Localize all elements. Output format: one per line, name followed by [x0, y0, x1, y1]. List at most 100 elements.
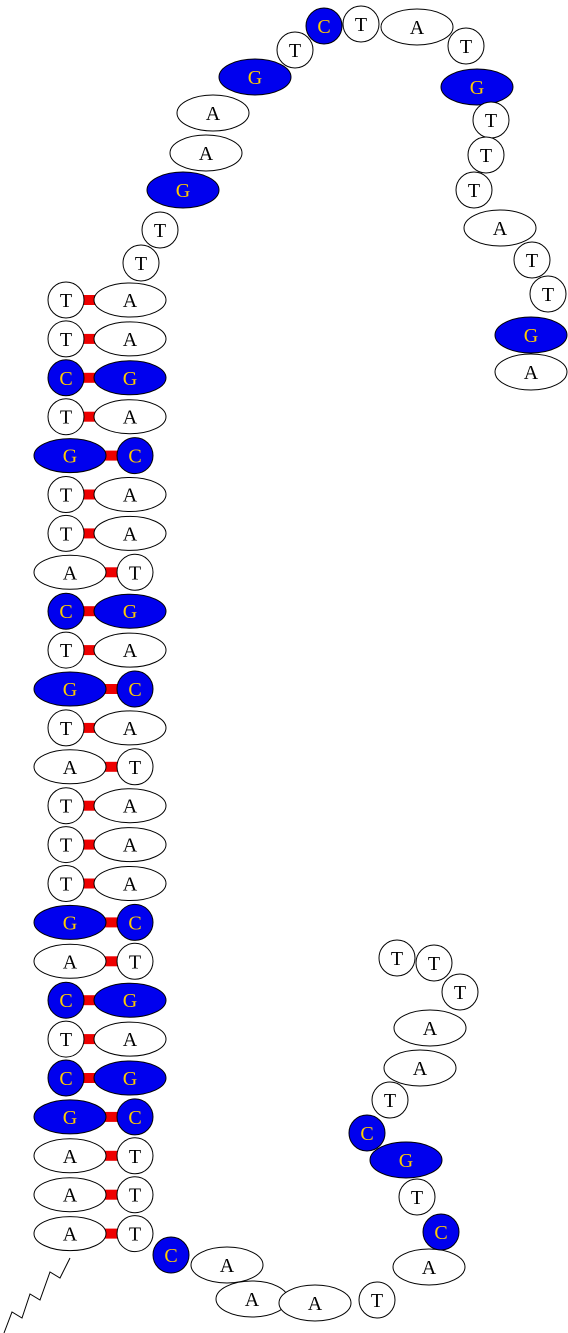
nucleotide-shape — [47, 631, 85, 669]
nucleotide-letter: T — [485, 110, 497, 132]
nucleotide-shape — [371, 1081, 409, 1119]
nucleotide-shape — [47, 1020, 85, 1058]
bottom-strand-base: T — [358, 1281, 396, 1319]
base-pair-bond — [80, 333, 98, 344]
base-pair-bond — [102, 917, 121, 928]
nucleotide-shape — [116, 1176, 154, 1214]
nucleotide-letter: C — [59, 1068, 72, 1090]
nucleotide-shape — [93, 866, 167, 901]
stem-left-base: G — [33, 904, 107, 940]
base-pair-bond — [80, 606, 98, 617]
nucleotide-shape — [529, 275, 567, 313]
bottom-strand-base: G — [369, 1141, 443, 1179]
nucleotide-shape — [441, 973, 479, 1011]
nucleotide-letter: A — [423, 1018, 438, 1040]
nucleotide-letter: T — [480, 145, 492, 167]
nucleotide-shape — [33, 554, 107, 590]
nucleotide-letter: T — [129, 951, 141, 973]
nucleotide-shape — [276, 31, 314, 69]
nucleotide-shape — [494, 353, 568, 391]
nucleotide-letter: C — [59, 368, 72, 390]
stem-right-base: A — [93, 632, 167, 668]
nucleotide-letter: T — [468, 180, 480, 202]
nucleotide-letter: T — [526, 250, 538, 272]
stem-left-base: G — [33, 671, 107, 707]
bottom-strand-base: A — [383, 1049, 457, 1087]
stem-right-base: T — [116, 1137, 154, 1175]
nucleotide-letter: A — [413, 1058, 428, 1080]
stem-right-base: A — [93, 399, 167, 435]
nucleotide-letter: T — [289, 40, 301, 62]
nucleotide-shape — [116, 903, 154, 941]
nucleotide-letter: G — [123, 1068, 137, 1090]
base-pair-bond — [80, 800, 98, 811]
base-pair-bond — [80, 1034, 98, 1045]
stem-left-base: G — [33, 438, 107, 474]
nucleotide-letter: G — [470, 77, 484, 99]
nucleotide-shape — [393, 1009, 467, 1047]
nucleotide-letter: T — [60, 329, 72, 351]
nucleotide-letter: A — [63, 757, 78, 779]
bottom-strand-base: C — [152, 1236, 190, 1274]
base-pair-bonds — [80, 295, 121, 1239]
nucleotide-shape — [47, 709, 85, 747]
base-pair-bond — [80, 411, 98, 422]
nucleotide-shape — [33, 438, 107, 474]
nucleotide-letter: G — [63, 912, 77, 934]
stem-right-base: T — [116, 942, 154, 980]
nucleotide-letter: T — [129, 1185, 141, 1207]
stem-left-base: T — [47, 787, 85, 825]
nucleotide-letter: T — [60, 523, 72, 545]
stem-right-base: A — [93, 710, 167, 746]
nucleotide-shape — [415, 944, 453, 982]
nucleotide-letter: T — [460, 36, 472, 58]
nucleotide-letter: A — [524, 362, 539, 384]
stem-left-base: T — [47, 514, 85, 552]
base-pair-bond — [102, 761, 121, 772]
nucleotide-shape — [440, 68, 514, 106]
nucleotide-letter: A — [63, 1146, 78, 1168]
nucleotide-shape — [47, 476, 85, 513]
nucleotide-letter: T — [454, 982, 466, 1004]
base-pair-bond — [80, 372, 98, 383]
nucleotide-letter: T — [60, 407, 72, 429]
nucleotide-shape — [358, 1281, 396, 1319]
base-pair-bond — [80, 722, 98, 733]
nucleotide-letter: T — [154, 220, 166, 242]
nucleotide-shape — [93, 982, 167, 1018]
nucleotide-shape — [93, 593, 167, 629]
stem-right-base: C — [116, 437, 154, 475]
stem-right-base: A — [93, 866, 167, 901]
bottom-strand-base: T — [415, 944, 453, 982]
top-strand-base: T — [513, 241, 551, 279]
nucleotide-letter: T — [60, 640, 72, 662]
stem-left-base: C — [47, 359, 85, 397]
nucleotide-letter: C — [128, 1107, 141, 1129]
stem-left-base: A — [33, 749, 107, 785]
nucleotide-shape — [116, 942, 154, 980]
nucleotide-shape — [392, 1248, 466, 1286]
nucleotide-shape — [47, 514, 85, 552]
nucleotide-letter: A — [123, 1029, 138, 1051]
nucleotide-shape — [398, 1178, 436, 1216]
nucleotide-letter: A — [199, 143, 214, 165]
stem-left-base: T — [47, 826, 85, 864]
top-strand-base: C — [305, 7, 343, 45]
nucleotide-letter: A — [63, 1185, 78, 1207]
nucleotide-shape — [33, 671, 107, 707]
nucleotide-shape — [47, 1059, 85, 1097]
bottom-strand-base: C — [348, 1114, 386, 1152]
stem-right-base: A — [93, 788, 167, 824]
stem-left-base: C — [47, 1059, 85, 1097]
nucleotide-shape — [348, 1114, 386, 1152]
nucleotide-letter: G — [63, 1107, 77, 1129]
nucleotide-shape — [33, 1099, 107, 1135]
nucleotide-letter: A — [123, 640, 138, 662]
nucleotide-letter: A — [422, 1257, 437, 1279]
stem-left-base: A — [33, 943, 107, 979]
nucleotide-shape — [93, 632, 167, 668]
stem-right-base: G — [93, 360, 167, 396]
nucleotide-letter: G — [123, 368, 137, 390]
stem-left-base: A — [33, 1216, 107, 1252]
